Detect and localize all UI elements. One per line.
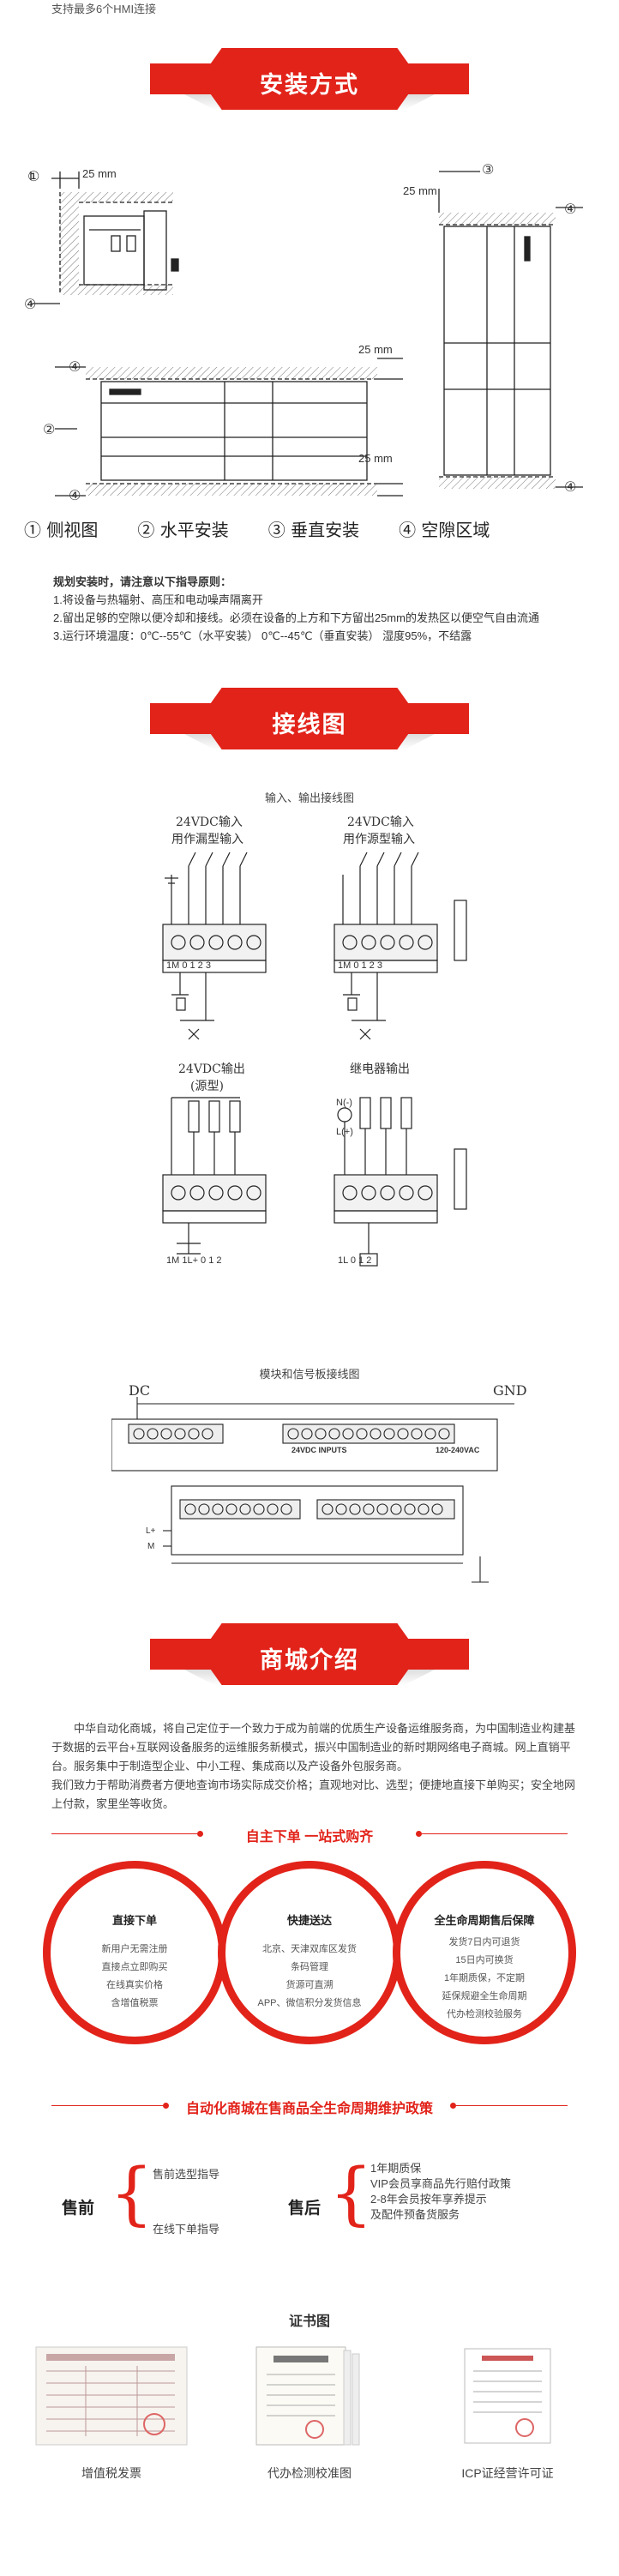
terminal-labels: 1M 1L+ 0 1 2: [166, 1255, 222, 1266]
circle-item: APP、微信积分发货信息: [257, 1998, 362, 2008]
install-rules: 规划安装时，请注意以下指导原则： 1.将设备与热辐射、高压和电动噪声隔离开 2.…: [53, 573, 585, 645]
circle-item: 发货7日内可退货: [448, 1937, 520, 1947]
diagram-title: 24VDC输入: [347, 816, 414, 829]
marker-four-icon: ④: [24, 298, 37, 312]
intro-paragraph: 我们致力于帮助消费者方便地查询市场实际成交价格；直观地对比、选型；便捷地直接下单…: [51, 1779, 576, 1810]
module-label: 120-240VAC: [436, 1446, 480, 1454]
aftersales-item: VIP会员享商品先行赔付政策: [370, 2177, 511, 2190]
marker-two-icon: ②: [43, 423, 56, 437]
diagram-subtitle: (源型): [190, 1080, 224, 1093]
rule-item: 3.运行环境温度：0℃--55℃（水平安装） 0℃--45℃（垂直安装） 湿度9…: [53, 629, 472, 642]
calibration-certificate-image: [255, 2346, 360, 2446]
cert-label: 代办检测校准图: [267, 2466, 352, 2480]
slogan: 自主下单 一站式购齐: [245, 1830, 374, 1845]
feature-circle-delivery: 快捷送达 北京、天津双库区发货 条码管理 货源可直溯 APP、微信积分发货信息: [218, 1861, 401, 2044]
cert-title: 证书图: [288, 2314, 330, 2329]
aftersales-item: 2-8年会员按年享养提示: [370, 2193, 487, 2206]
circle-item: 在线真实价格: [106, 1980, 163, 1990]
circle-item: 15日内可换货: [455, 1955, 514, 1965]
circle-item: 含增值税票: [111, 1998, 159, 2008]
module-wiring-caption: 模块和信号板接线图: [259, 1368, 360, 1381]
terminal-labels: 1L 0 1 2: [338, 1255, 372, 1266]
cert-label: ICP证经营许可证: [461, 2466, 554, 2480]
rule-item: 2.留出足够的空隙以便冷却和接线。必须在设备的上方和下方留出25mm的发热区以便…: [53, 611, 539, 624]
module-label: M: [147, 1542, 155, 1551]
presales-label: 售前: [62, 2199, 95, 2218]
module-wiring-diagram: [111, 1397, 514, 1583]
terminal-labels: 1M 0 1 2 3: [338, 960, 382, 971]
circle-item: 1年期质保，不定期: [443, 1973, 526, 1983]
intro-paragraph: 中华自动化商城，将自己定位于一个致力于成为前端的优质生产设备运维服务商，为中国制…: [51, 1722, 576, 1773]
diagram-title: 24VDC输入: [176, 816, 243, 829]
presales-item: 售前选型指导: [153, 2168, 220, 2181]
aftersales-item: 1年期质保: [370, 2162, 422, 2175]
marker-four-icon: ④: [564, 202, 577, 217]
brace-icon: {: [329, 2153, 373, 2233]
brace-icon: {: [110, 2153, 153, 2233]
module-label: 24VDC INPUTS: [291, 1446, 347, 1454]
relay-label: N(-): [336, 1098, 352, 1108]
legend-item: ④ 空隙区域: [399, 520, 490, 540]
dim-label: 25 mm: [358, 452, 393, 465]
slogan-divider: 自主下单 一站式购齐: [51, 1821, 568, 1847]
circle-title: 全生命周期售后保障: [434, 1914, 535, 1927]
dim-label: 25 mm: [358, 343, 393, 356]
diagram-title: 24VDC输出: [178, 1062, 245, 1076]
terminal-labels: 1M 0 1 2 3: [166, 960, 211, 971]
install-legend: ① 侧视图 ② 水平安装 ③ 垂直安装 ④ 空隙区域: [24, 516, 573, 541]
marker-four-icon: ④: [69, 489, 81, 503]
circle-item: 新用户无需注册: [101, 1944, 168, 1954]
legend-item: ① 侧视图: [24, 520, 99, 540]
section-banner-mall: 商城介绍: [150, 1623, 469, 1685]
relay-label: L(+): [336, 1127, 353, 1137]
policy-divider: 自动化商城在售商品全生命周期维护政策: [51, 2093, 568, 2119]
cert-label: 增值税发票: [81, 2466, 141, 2480]
module-label: L+: [146, 1526, 156, 1536]
legend-item: ③ 垂直安装: [267, 520, 360, 540]
installation-diagram: [30, 171, 583, 497]
io-wiring-diagram: [162, 852, 467, 1267]
circle-item: 直接点立即购买: [101, 1962, 168, 1972]
dim-label: 25 mm: [403, 184, 437, 197]
dim-label: 25 mm: [82, 167, 117, 180]
feature-circle-order: 直接下单 新用户无需注册 直接点立即购买 在线真实价格 含增值税票: [43, 1861, 226, 2044]
circle-item: 货源可直溯: [285, 1980, 334, 1990]
diagram-subtitle: 用作漏型输入: [171, 833, 243, 846]
feature-circle-aftersales: 全生命周期售后保障 发货7日内可退货 15日内可换货 1年期质保，不定期 延保规…: [393, 1861, 576, 2044]
module-label: GND: [493, 1382, 527, 1399]
section-title: 接线图: [272, 712, 347, 738]
aftersales-label: 售后: [288, 2199, 322, 2218]
diagram-subtitle: 用作源型输入: [343, 833, 415, 846]
circle-title: 直接下单: [111, 1914, 157, 1927]
io-wiring-caption: 输入、输出接线图: [264, 791, 354, 804]
rules-heading: 规划安装时，请注意以下指导原则：: [53, 575, 232, 588]
diagram-title: 继电器输出: [350, 1062, 410, 1076]
circle-item: 延保规避全生命周期: [442, 1991, 527, 2001]
section-title: 商城介绍: [260, 1647, 359, 1674]
marker-four-icon: ④: [69, 360, 81, 375]
marker-one-icon: ①: [27, 170, 40, 184]
circle-item: 代办检测校验服务: [447, 2009, 522, 2019]
section-banner-install: 安装方式: [150, 48, 469, 110]
top-note: 支持最多6个HMI连接: [51, 3, 157, 15]
marker-three-icon: ③: [482, 163, 495, 178]
aftersales-item: 及配件预备货服务: [370, 2208, 460, 2221]
circle-item: 北京、天津双库区发货: [262, 1944, 357, 1954]
circle-item: 条码管理: [291, 1962, 328, 1972]
presales-item: 在线下单指导: [153, 2223, 220, 2236]
section-banner-wiring: 接线图: [150, 688, 469, 749]
invoice-certificate-image: [35, 2346, 188, 2446]
mall-intro: 中华自动化商城，将自己定位于一个致力于成为前端的优质生产设备运维服务商，为中国制…: [51, 1719, 576, 1814]
circle-title: 快捷送达: [286, 1914, 332, 1927]
module-label: DC: [129, 1382, 151, 1399]
icp-license-image: [464, 2348, 551, 2444]
legend-item: ② 水平安装: [137, 520, 229, 540]
policy-title: 自动化商城在售商品全生命周期维护政策: [185, 2102, 433, 2116]
section-title: 安装方式: [260, 72, 359, 99]
marker-four-icon: ④: [564, 480, 577, 495]
rule-item: 1.将设备与热辐射、高压和电动噪声隔离开: [53, 593, 263, 606]
